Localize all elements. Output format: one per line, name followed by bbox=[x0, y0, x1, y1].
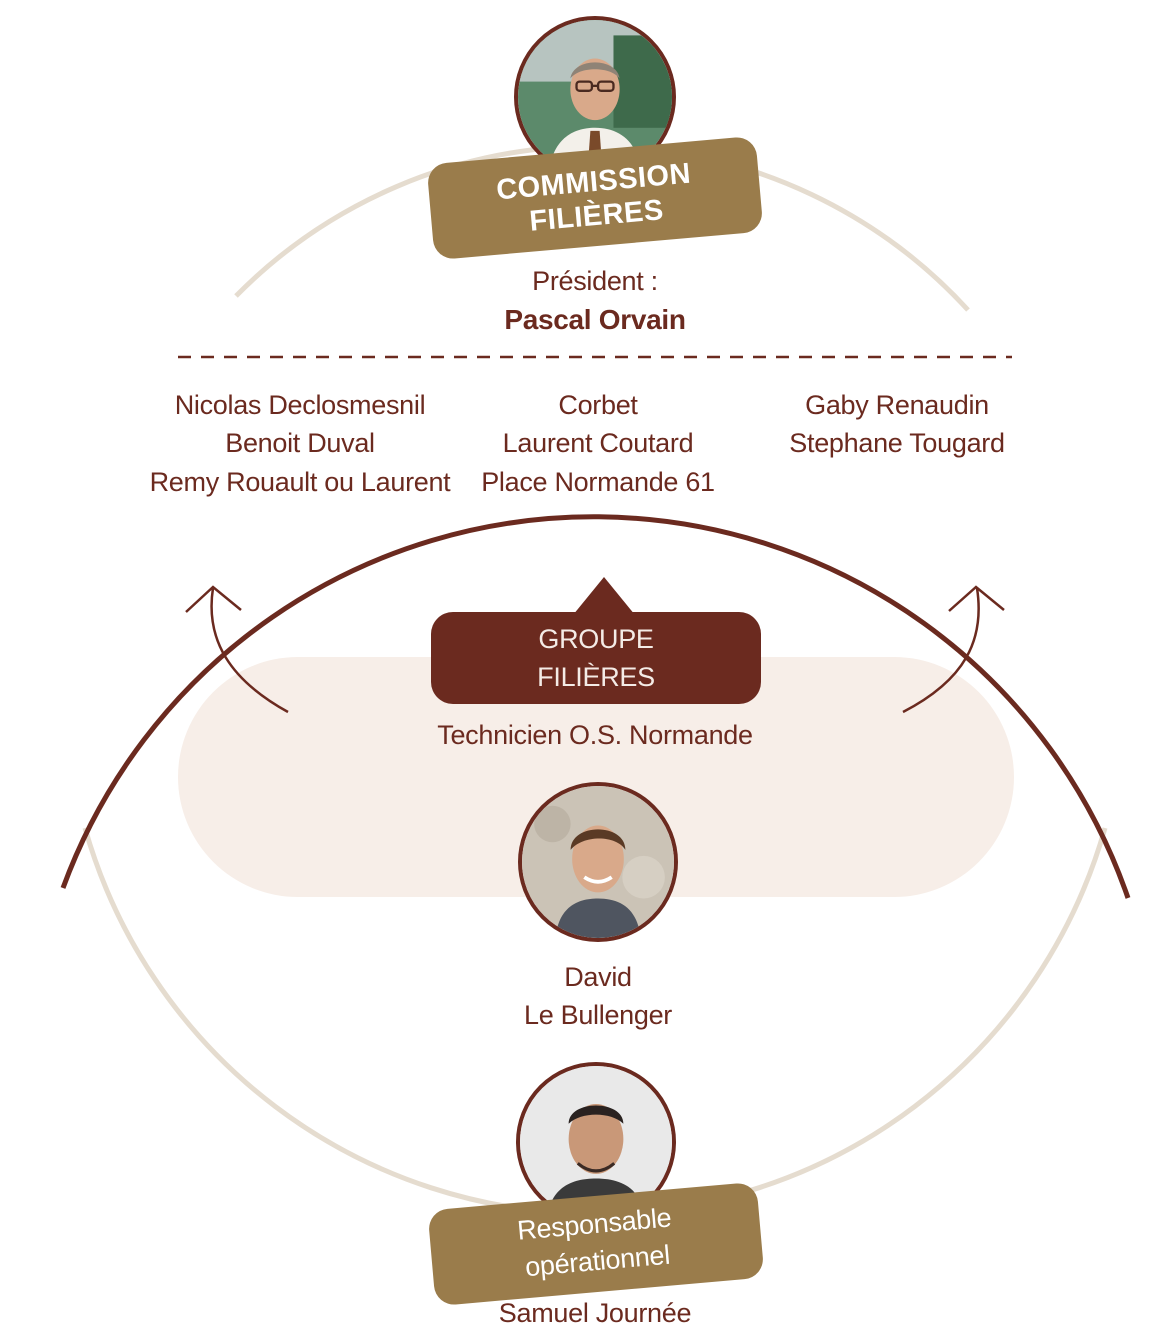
curved-arrow-right-icon bbox=[902, 585, 1005, 714]
groupe-pointer bbox=[573, 577, 635, 615]
president-label: Président : bbox=[532, 266, 658, 296]
member-name: Gaby Renaudin bbox=[805, 390, 989, 420]
portrait-david-le-bullenger bbox=[518, 782, 678, 942]
groupe-title-line1: GROUPE bbox=[538, 624, 654, 654]
president-name: Pascal Orvain bbox=[504, 304, 686, 335]
groupe-filieres-tag: GROUPE FILIÈRES bbox=[431, 612, 761, 704]
member-name: Stephane Tougard bbox=[789, 428, 1005, 458]
groupe-title-line2: FILIÈRES bbox=[537, 662, 655, 692]
member-name: Place Normande 61 bbox=[481, 467, 715, 497]
member-name: Corbet bbox=[558, 390, 638, 420]
member-name: Nicolas Declosmesnil bbox=[174, 390, 426, 420]
technicien-first-name: David bbox=[564, 962, 632, 992]
member-name: Benoit Duval bbox=[225, 428, 375, 458]
groupe-subtitle: Technicien O.S. Normande bbox=[437, 720, 753, 750]
curved-arrow-left-icon bbox=[185, 585, 289, 714]
outer-ring-arc bbox=[60, 514, 1131, 899]
member-name: Remy Rouault ou Laurent bbox=[149, 467, 451, 497]
member-name: Laurent Coutard bbox=[502, 428, 694, 458]
responsable-name: Samuel Journée bbox=[498, 1298, 692, 1328]
technicien-last-name: Le Bullenger bbox=[523, 1000, 672, 1030]
groupe-pill-background bbox=[178, 657, 1014, 897]
